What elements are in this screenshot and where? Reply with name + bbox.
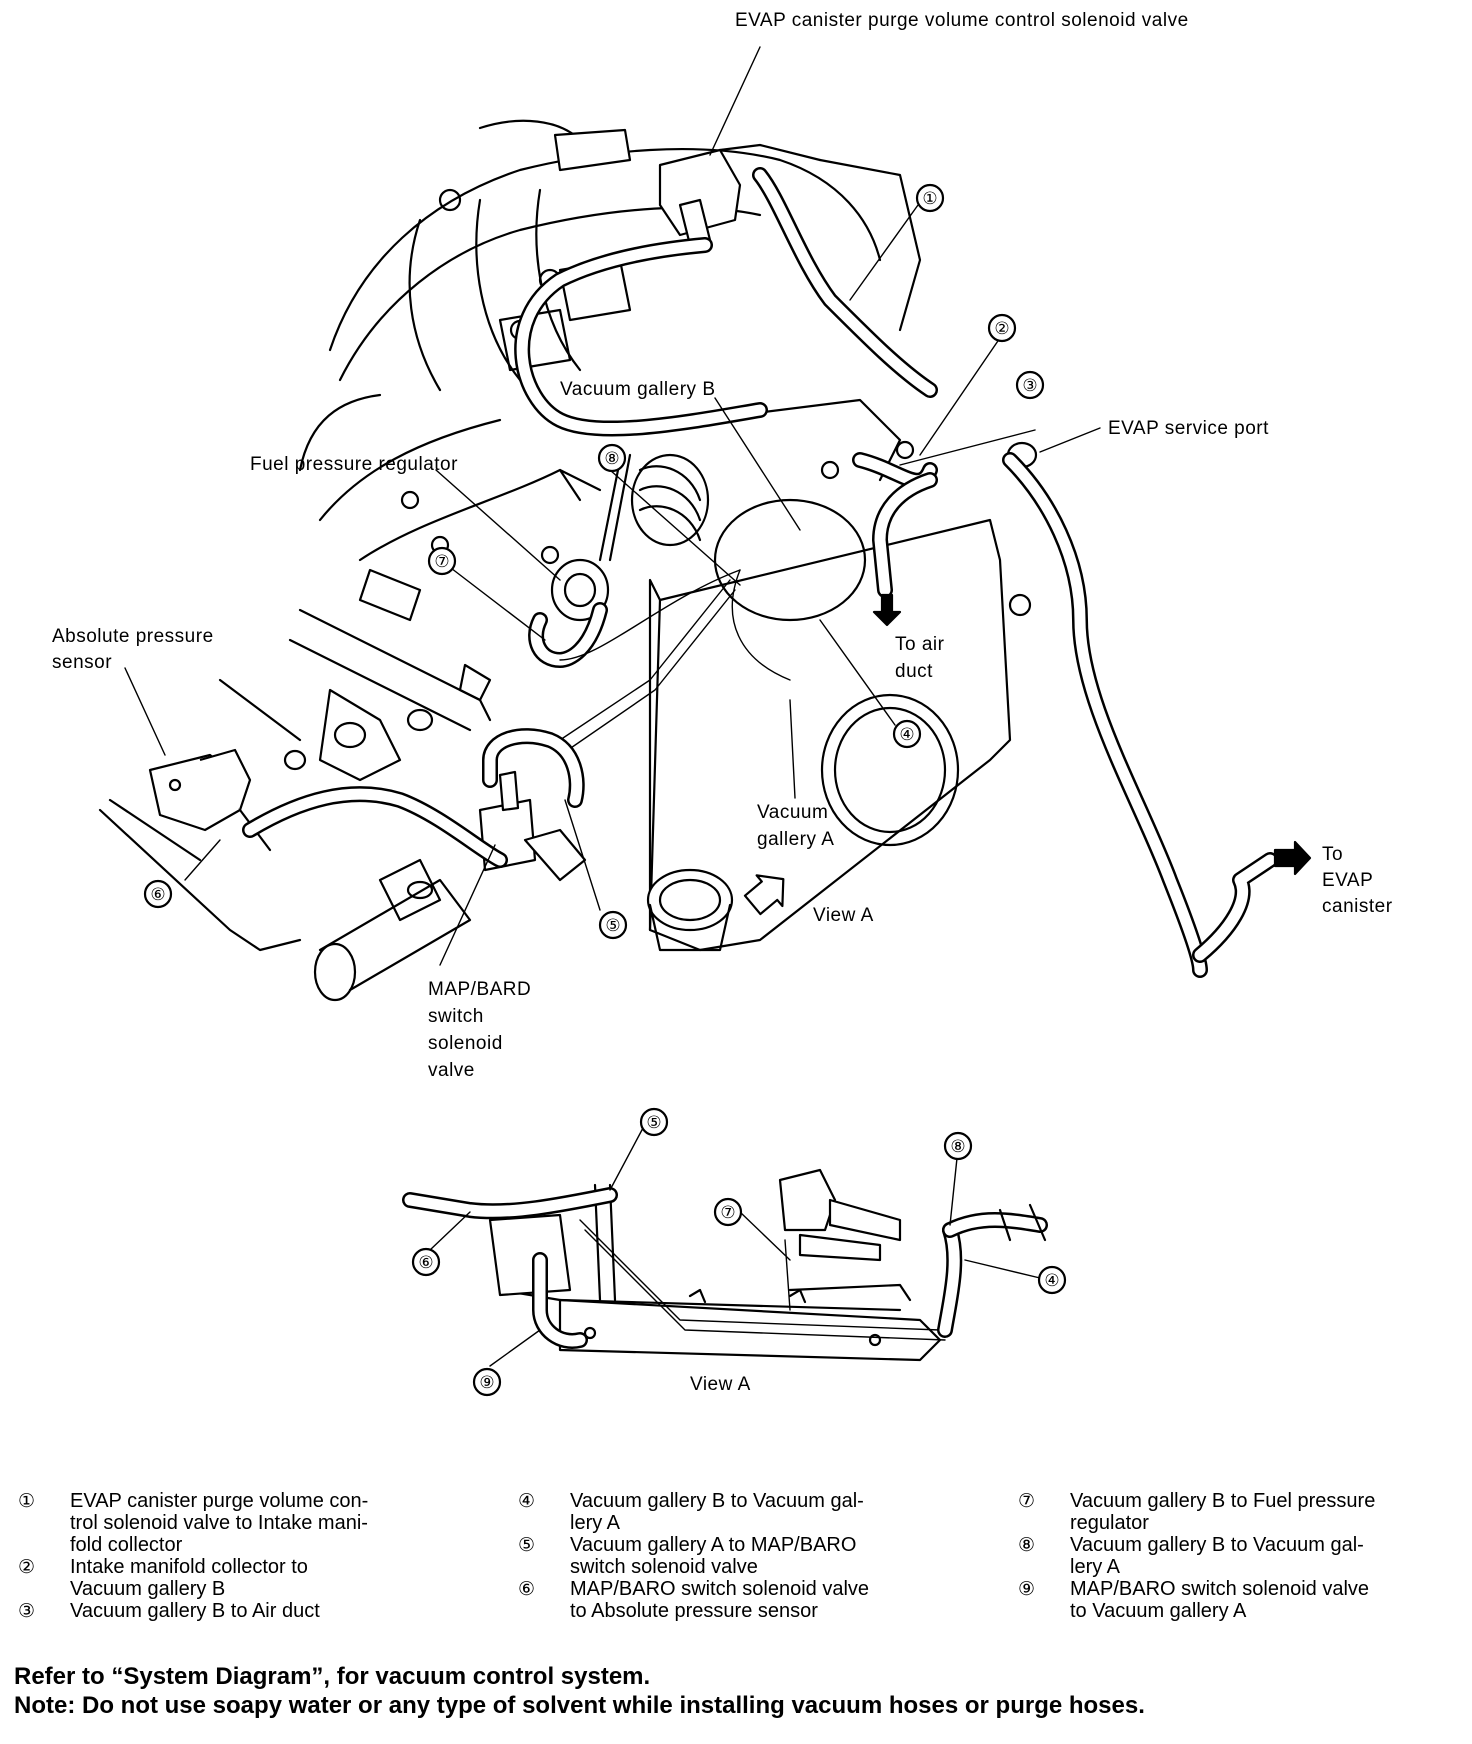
legend-line: Vacuum gallery A to MAP/BARO [570,1534,857,1556]
callout-7-view-a: ⑦ [713,1197,743,1227]
notes: Refer to “System Diagram”, for vacuum co… [14,1662,1145,1720]
svg-text:②: ② [994,319,1009,339]
legend-line: Intake manifold collector to [70,1556,308,1578]
callout-8-view-a: ⑧ [943,1131,973,1161]
svg-text:⑤: ⑤ [646,1113,661,1133]
label-map-baro-valve: MAP/BARD [428,979,531,1000]
callout-3: ③ [1015,370,1045,400]
svg-text:⑥: ⑥ [150,885,165,905]
callout-6: ⑥ [143,879,173,909]
legend-text-8: Vacuum gallery B to Vacuum gal-lery A [1070,1534,1450,1578]
callout-9-view-a: ⑨ [472,1367,502,1397]
legend-line: MAP/BARO switch solenoid valve [1070,1578,1370,1600]
label-vacuum-gallery-a-2: gallery A [757,829,834,850]
label-to-evap-canister-2: EVAP [1322,870,1373,891]
legend-line: lery A [570,1512,621,1534]
callout-4-view-a: ④ [1037,1265,1067,1295]
label-to-air-duct-2: duct [895,661,933,682]
legend-text-4: Vacuum gallery B to Vacuum gal-lery A [570,1490,950,1534]
svg-text:⑤: ⑤ [605,916,620,936]
legend-text-1: EVAP canister purge volume con-trol sole… [70,1490,450,1556]
legend-line: to Absolute pressure sensor [570,1600,818,1622]
callout-5: ⑤ [598,910,628,940]
svg-text:③: ③ [1022,376,1037,396]
callout-1: ① [915,183,945,213]
label-view-a-arrow: View A [813,905,874,926]
note-system-diagram: Refer to “System Diagram”, for vacuum co… [14,1663,651,1690]
absolute-pressure-sensor [148,748,272,852]
callout-7: ⑦ [427,546,457,576]
callout-8: ⑧ [597,443,627,473]
svg-text:①: ① [922,189,937,209]
svg-text:⑧: ⑧ [604,449,619,469]
legend-line: MAP/BARO switch solenoid valve [570,1578,870,1600]
label-map-baro-valve-3: solenoid [428,1033,503,1054]
legend-text-3: Vacuum gallery B to Air duct [70,1600,450,1622]
legend-line: switch solenoid valve [570,1556,758,1578]
legend-line: Vacuum gallery B to Fuel pressure [1070,1490,1376,1512]
callout-4: ④ [892,719,922,749]
label-evap-service-port: EVAP service port [1108,418,1269,439]
label-vacuum-gallery-a: Vacuum [757,802,828,823]
callout-5-view-a: ⑤ [639,1107,669,1137]
legend-line: trol solenoid valve to Intake mani- [70,1512,368,1534]
label-to-evap-canister: To [1322,844,1343,865]
hoses [124,46,1312,978]
svg-text:⑦: ⑦ [720,1203,735,1223]
legend-line: EVAP canister purge volume con- [70,1490,369,1512]
label-map-baro-valve-4: valve [428,1060,475,1081]
legend-line: regulator [1070,1512,1149,1534]
label-absolute-pressure-sensor-2: sensor [52,652,112,673]
callout-2: ② [987,313,1017,343]
legend-line: Vacuum gallery B to Vacuum gal- [570,1490,864,1512]
label-evap-purge-valve: EVAP canister purge volume control solen… [735,10,1189,31]
legend-line: fold collector [70,1534,183,1556]
label-vacuum-gallery-b: Vacuum gallery B [560,379,716,400]
svg-text:④: ④ [899,725,914,745]
view-a-detail [402,1127,1048,1367]
svg-text:④: ④ [1044,1271,1059,1291]
legend-line: Vacuum gallery B to Air duct [70,1600,320,1622]
svg-text:⑦: ⑦ [434,552,449,572]
legend-line: Vacuum gallery B [70,1578,226,1600]
label-to-air-duct: To air [895,634,945,655]
label-absolute-pressure-sensor: Absolute pressure [52,626,214,647]
map-baro-switch-solenoid-valve [478,770,587,882]
callout-6-view-a: ⑥ [411,1247,441,1277]
legend-line: lery A [1070,1556,1121,1578]
label-map-baro-valve-2: switch [428,1006,484,1027]
label-view-a-caption: View A [690,1374,751,1395]
svg-text:⑥: ⑥ [418,1253,433,1273]
svg-text:⑧: ⑧ [950,1137,965,1157]
evap-purge-solenoid-valve [553,128,742,247]
note-no-soapy-water: Note: Do not use soapy water or any type… [14,1692,1145,1719]
svg-text:⑨: ⑨ [479,1373,494,1393]
label-to-evap-canister-3: canister [1322,896,1393,917]
legend-line: to Vacuum gallery A [1070,1600,1247,1622]
legend-line: Vacuum gallery B to Vacuum gal- [1070,1534,1364,1556]
label-fuel-pressure-regulator: Fuel pressure regulator [250,454,458,475]
